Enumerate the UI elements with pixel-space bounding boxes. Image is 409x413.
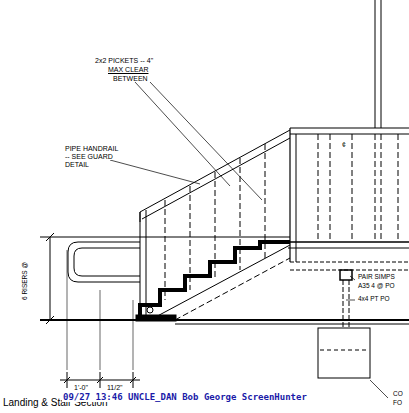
callout-text: CO xyxy=(392,391,404,398)
dimension-text: 1'-0" xyxy=(73,384,89,391)
note-text: -- SEE GUARD xyxy=(64,153,114,160)
note-text: PIPE HANDRAIL xyxy=(64,145,119,152)
watermark: 09/27 13:46 UNCLE_DAN Bob George ScreenH… xyxy=(62,393,308,402)
dimension-text: 11/2" xyxy=(106,384,124,391)
callout-text: 4x4 PT PO xyxy=(357,296,391,303)
note-text: BETWEEN xyxy=(112,75,149,82)
note-text: DETAIL xyxy=(64,161,90,168)
dimension-text: 6 RISERS @ xyxy=(22,262,29,300)
note-text: 2x2 PICKETS -- 4" xyxy=(94,57,154,64)
callout-text: PAIR SIMPS xyxy=(357,274,396,281)
centerline-mark: ¢ xyxy=(341,141,347,148)
callout-text: A35 4 @ PO xyxy=(357,283,396,290)
callout-text: FO xyxy=(392,400,403,407)
note-text: MAX CLEAR xyxy=(108,66,148,73)
